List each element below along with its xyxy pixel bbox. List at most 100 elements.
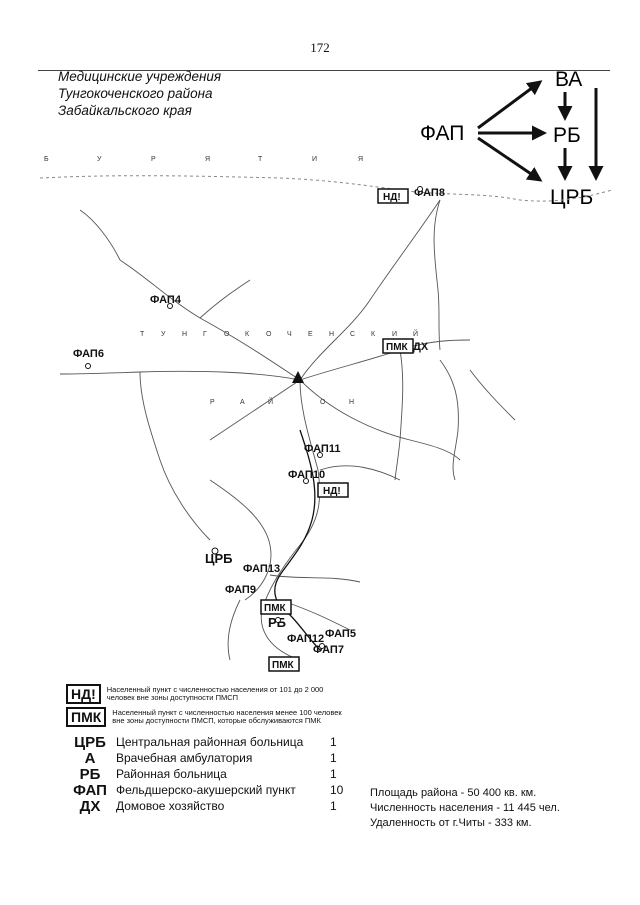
region-letter: Т (140, 331, 145, 338)
region-letter: С (350, 331, 355, 338)
region-letter: Й (413, 329, 418, 338)
settlement-dot (303, 478, 309, 484)
legend-pmk-desc: Населенный пункт с численностью населени… (112, 707, 342, 725)
pmk-marker (260, 599, 292, 615)
pmk-marker-label: ПМК (272, 660, 295, 671)
region-letter: У (97, 156, 102, 163)
settlement-dot (275, 617, 281, 623)
region-letter: Я (358, 156, 363, 163)
list-item: ФАП Фельдшерско-акушерский пункт 10 (66, 781, 360, 799)
title-line-1: Медицинские учреждения (58, 69, 222, 84)
label-crb: ЦРБ (205, 551, 233, 566)
nd-marker-label: НД! (383, 192, 401, 203)
flow-diagram: ФАП ВА РБ ЦРБ (420, 68, 604, 209)
label-fap13: ФАП13 (243, 563, 280, 575)
abbr-name: Районная больница (116, 767, 227, 781)
legend-nd-desc: Населенный пункт с численностью населени… (106, 684, 324, 702)
region-letter: Е (308, 331, 313, 338)
list-item: РБ Районная больница 1 (66, 765, 360, 783)
label-dx: ДХ (413, 341, 429, 353)
district-stats: Площадь района - 50 400 кв. км. Численно… (370, 786, 560, 831)
abbr-code: РБ (79, 765, 101, 783)
label-fap5: ФАП5 (325, 628, 356, 640)
settlement-dot (211, 547, 219, 555)
abbr-count: 10 (330, 783, 344, 797)
map-network (59, 199, 516, 661)
list-item: ДХ Домовое хозяйство 1 (66, 797, 360, 815)
flow-node-rb: РБ (553, 124, 581, 147)
region-letter: Н (182, 331, 187, 338)
abbr-count: 1 (330, 751, 337, 765)
pmk-marker-label: ПМК (386, 342, 409, 353)
region-letter: Р (210, 399, 215, 406)
label-fap11: ФАП11 (304, 443, 340, 455)
stat-area: Площадь района - 50 400 кв. км. (370, 787, 537, 799)
abbr-code: ЦРБ (74, 733, 106, 751)
pmk-marker (382, 338, 414, 354)
abbr-count: 1 (330, 799, 337, 813)
settlement-dot (167, 303, 173, 309)
pmk-marker-label: ПМК (264, 603, 287, 614)
nd-marker (317, 482, 349, 498)
abbr-name: Фельдшерско-акушерский пункт (116, 783, 296, 797)
flow-node-crb: ЦРБ (550, 186, 593, 209)
border-line (39, 175, 613, 202)
region-letter: А (240, 399, 245, 406)
legend-pmk: ПМК Населенный пункт с численностью насе… (66, 707, 342, 727)
pmk-marker (268, 656, 300, 672)
region-letter: И (392, 331, 397, 338)
settlement-dot (85, 363, 91, 369)
legend-pmk-code: ПМК (66, 707, 107, 727)
region-letter: Б (44, 156, 49, 163)
region-letter: Н (349, 399, 354, 406)
nd-marker-label: НД! (323, 486, 341, 497)
flow-node-va: ВА (555, 68, 582, 91)
region-letter: Р (151, 156, 156, 163)
stat-distance: Удаленность от г.Читы - 333 км. (370, 817, 532, 829)
label-fap12: ФАП12 (287, 633, 324, 645)
nd-marker (377, 188, 409, 204)
region-letter: К (371, 331, 376, 338)
main-river (274, 429, 321, 651)
region-letter: К (245, 331, 250, 338)
region-letter: Т (258, 156, 263, 163)
abbr-code: ДХ (79, 797, 101, 815)
region-letter: О (320, 399, 326, 406)
region-letter: Г (203, 331, 207, 338)
flow-node-fap: ФАП (420, 122, 464, 145)
label-fap6: ФАП6 (73, 348, 104, 360)
region-letter: Ч (287, 331, 292, 338)
region-letter: Н (329, 331, 334, 338)
region-letter: О (266, 331, 272, 338)
region-letter: И (312, 156, 317, 163)
label-fap10: ФАП10 (288, 469, 325, 481)
abbr-code: ФАП (73, 781, 107, 799)
region-letter: У (161, 331, 166, 338)
label-fap9: ФАП9 (225, 584, 256, 596)
title-line-2: Тунгокоченского района (58, 86, 213, 101)
abbr-name: Центральная районная больница (116, 735, 304, 749)
page-number: 172 (310, 40, 330, 55)
map-title: Медицинские учреждения Тунгокоченского р… (58, 68, 298, 119)
abbr-count: 1 (330, 735, 337, 749)
settlement-dot (317, 452, 323, 458)
settlement-dot (417, 186, 423, 192)
region-letter: О (224, 331, 230, 338)
arrow-fap-va (477, 80, 543, 130)
label-fap7: ФАП7 (313, 644, 344, 656)
label-fap4: ФАП4 (150, 294, 182, 306)
region-letter: Я (205, 156, 210, 163)
abbr-count: 1 (330, 767, 337, 781)
list-item: А Врачебная амбулатория 1 (66, 749, 360, 767)
region-letter: Й (268, 397, 273, 406)
abbr-name: Домовое хозяйство (116, 799, 225, 813)
legend-nd: НД! Населенный пункт с численностью насе… (66, 684, 337, 704)
district-center-icon (292, 371, 304, 383)
abbr-code: А (84, 749, 96, 767)
legend-nd-code: НД! (66, 684, 101, 704)
abbr-name: Врачебная амбулатория (116, 751, 253, 765)
title-line-3: Забайкальского края (58, 103, 192, 118)
abbreviation-list: ЦРБ Центральная районная больница 1 А Вр… (66, 733, 360, 815)
list-item: ЦРБ Центральная районная больница 1 (66, 733, 360, 751)
